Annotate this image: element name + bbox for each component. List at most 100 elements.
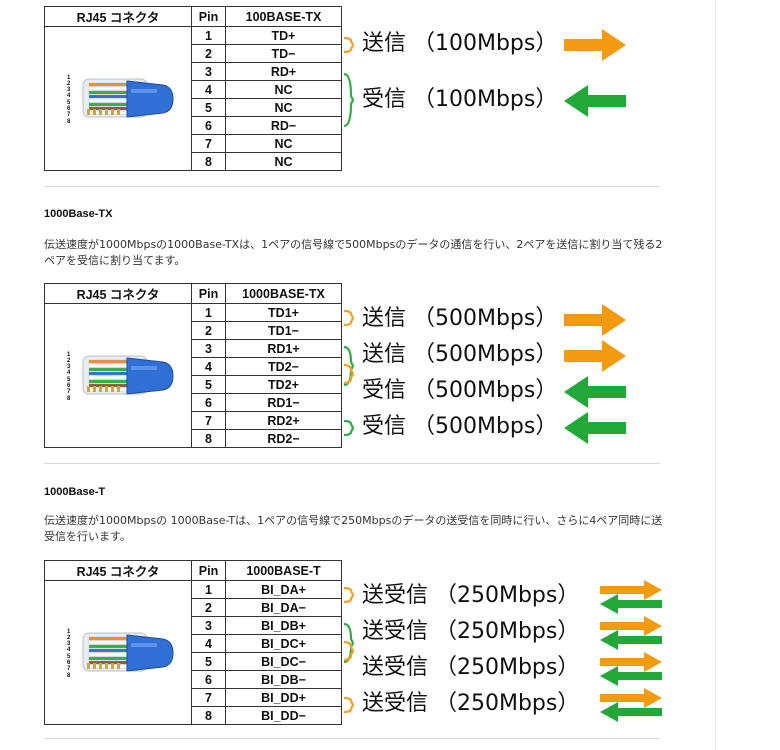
plug-pin-number: 5 xyxy=(67,376,71,383)
pin-number: 1 xyxy=(191,580,226,599)
left-arrow xyxy=(564,376,626,408)
plug-pin-number: 8 xyxy=(67,395,71,402)
plug-pin-number: 3 xyxy=(67,364,71,371)
direction-label: 送受信 （250Mbps） xyxy=(362,583,580,608)
pin-number: 3 xyxy=(191,616,226,635)
bidirectional-arrow xyxy=(600,580,662,614)
signal-name: RD2− xyxy=(225,429,342,448)
signal-name: BI_DD− xyxy=(225,706,342,725)
signal-name: RD2+ xyxy=(225,411,342,430)
signal-name: TD+ xyxy=(225,26,342,45)
signal-name: TD1− xyxy=(225,321,342,340)
direction-row: 送受信 （250Mbps） xyxy=(342,616,672,650)
pin-number: 2 xyxy=(191,598,226,617)
pin-number: 1 xyxy=(191,303,226,322)
direction-row: 受信 （100Mbps） xyxy=(342,84,672,118)
pin-number: 2 xyxy=(191,44,226,63)
plug-pin-number: 6 xyxy=(67,105,71,112)
bidirectional-arrow xyxy=(600,652,662,686)
signal-name: NC xyxy=(225,98,342,117)
right-arrow xyxy=(564,29,626,61)
direction-label: 送受信 （250Mbps） xyxy=(362,619,580,644)
green-bracket-icon xyxy=(343,419,355,437)
table-header: Pin xyxy=(191,6,226,27)
orange-bracket-icon xyxy=(343,363,355,385)
left-arrow xyxy=(564,412,626,444)
pin-number: 4 xyxy=(191,634,226,653)
bidirectional-arrow xyxy=(600,688,662,722)
direction-label: 送信 （100Mbps） xyxy=(362,31,558,56)
page-right-border xyxy=(715,0,716,750)
orange-bracket-icon xyxy=(343,696,355,714)
pin-number: 7 xyxy=(191,688,226,707)
signal-name: NC xyxy=(225,152,342,171)
signal-name: RD1− xyxy=(225,393,342,412)
signal-name: TD− xyxy=(225,44,342,63)
direction-label: 送受信 （250Mbps） xyxy=(362,691,580,716)
plug-pin-number: 3 xyxy=(67,641,71,648)
signal-name: BI_DC+ xyxy=(225,634,342,653)
signal-name: BI_DA+ xyxy=(225,580,342,599)
signal-name: RD+ xyxy=(225,62,342,81)
plug-pin-number: 1 xyxy=(67,628,71,635)
direction-label: 受信 （500Mbps） xyxy=(362,378,558,403)
table-header: 1000BASE-T xyxy=(225,560,342,581)
pin-number: 3 xyxy=(191,339,226,358)
pin-number: 5 xyxy=(191,375,226,394)
plug-pin-number: 5 xyxy=(67,99,71,106)
pin-number: 6 xyxy=(191,670,226,689)
direction-label: 受信 （100Mbps） xyxy=(362,87,558,112)
pin-number: 1 xyxy=(191,26,226,45)
divider xyxy=(44,738,660,739)
pin-number: 3 xyxy=(191,62,226,81)
orange-bracket-icon xyxy=(343,640,355,662)
rj45-plug-image xyxy=(82,78,174,118)
direction-row: 送信 （500Mbps） xyxy=(342,303,672,337)
plug-pin-number: 7 xyxy=(67,112,71,119)
direction-row: 送受信 （250Mbps） xyxy=(342,580,672,614)
table-header: 100BASE-TX xyxy=(225,6,342,27)
orange-bracket-icon xyxy=(343,36,355,54)
orange-bracket-icon xyxy=(343,309,355,327)
direction-row: 送信 （100Mbps） xyxy=(342,28,672,62)
rj45-plug-image xyxy=(82,632,174,672)
direction-label: 送信 （500Mbps） xyxy=(362,306,558,331)
signal-name: BI_DB+ xyxy=(225,616,342,635)
plug-pin-number: 2 xyxy=(67,634,71,641)
plug-pin-number: 4 xyxy=(67,370,71,377)
plug-pin-number: 6 xyxy=(67,659,71,666)
plug-pin-number: 1 xyxy=(67,351,71,358)
pin-number: 8 xyxy=(191,706,226,725)
pin-number: 5 xyxy=(191,652,226,671)
plug-pin-number: 6 xyxy=(67,382,71,389)
signal-name: RD1+ xyxy=(225,339,342,358)
plug-pin-number: 4 xyxy=(67,93,71,100)
plug-pin-number: 4 xyxy=(67,647,71,654)
pin-number: 6 xyxy=(191,393,226,412)
signal-name: NC xyxy=(225,80,342,99)
direction-row: 送信 （500Mbps） xyxy=(342,339,672,373)
table-header: Pin xyxy=(191,560,226,581)
pin-number: 4 xyxy=(191,80,226,99)
rj45-plug-image xyxy=(82,355,174,395)
divider xyxy=(44,186,660,187)
plug-pin-number: 2 xyxy=(67,357,71,364)
right-arrow xyxy=(564,304,626,336)
signal-name: BI_DA− xyxy=(225,598,342,617)
pin-number: 8 xyxy=(191,429,226,448)
